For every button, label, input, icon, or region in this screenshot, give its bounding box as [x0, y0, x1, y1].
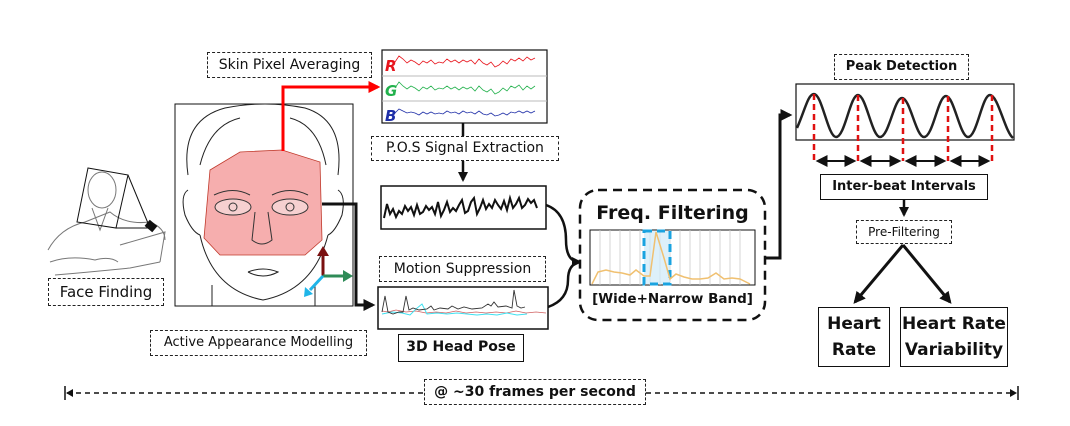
face-drawing	[182, 103, 344, 306]
pose-axis-depth	[308, 274, 325, 292]
skin-pixel-averaging-label: Skin Pixel Averaging	[207, 52, 372, 78]
spectrum-panel	[589, 229, 756, 286]
pos-signal-trace	[383, 194, 538, 220]
skin-averaging-arrow	[281, 81, 381, 151]
blue-trace	[394, 108, 536, 117]
peak-markers	[812, 94, 994, 161]
face-finding-sketch	[47, 171, 166, 276]
channel-g-label: G	[385, 82, 397, 100]
camera-icon	[144, 219, 158, 233]
pos-signal-extraction-label: P.O.S Signal Extraction	[371, 136, 559, 161]
peak-signal-panel	[795, 83, 1015, 141]
face-features	[213, 190, 309, 245]
spectrum-line	[591, 231, 751, 285]
active-appearance-modelling-label: Active Appearance Modelling	[150, 330, 367, 356]
filter-to-peak-arrow	[765, 109, 793, 260]
heart-rate-variability-output: Heart Rate Variability	[900, 307, 1008, 367]
head-pose-trace	[381, 289, 526, 315]
head-pose-signal-panel	[377, 286, 549, 330]
to-heart-rate-arrow	[853, 244, 905, 304]
peak-detection-label: Peak Detection	[834, 54, 969, 80]
skin-region-overlay	[203, 149, 323, 256]
freq-filtering-title: Freq. Filtering	[596, 202, 749, 224]
to-hrv-arrow	[901, 244, 952, 304]
green-trace	[394, 81, 536, 95]
frame-rate-label: @ ~30 frames per second	[424, 379, 646, 405]
inter-beat-intervals-label: Inter-beat Intervals	[820, 174, 988, 200]
pose-flow-arrow	[322, 202, 376, 311]
pos-to-filter-arrow	[545, 203, 582, 267]
channel-b-label: B	[385, 107, 396, 125]
red-trace	[394, 55, 536, 68]
heart-rate-output: Heart Rate	[818, 307, 890, 367]
head-pose-3d-label: 3D Head Pose	[398, 334, 524, 362]
face-finding-label: Face Finding	[48, 278, 164, 306]
channel-r-label: R	[385, 57, 397, 75]
narrow-band-highlight	[642, 229, 672, 286]
pre-filtering-label: Pre-Filtering	[856, 220, 952, 244]
motion-suppression-label: Motion Suppression	[379, 256, 546, 282]
pose-to-filter-arrow	[547, 260, 581, 309]
wide-narrow-band-label: [Wide+Narrow Band]	[592, 291, 753, 307]
